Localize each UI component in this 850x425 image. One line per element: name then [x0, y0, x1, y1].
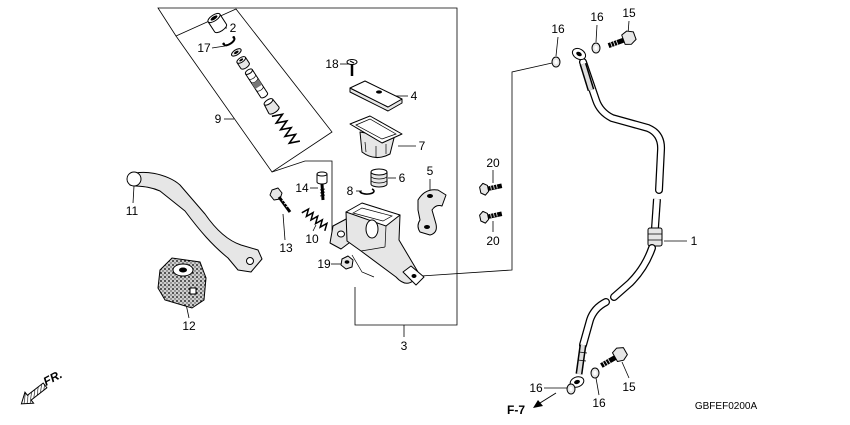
part-1-brake-hose	[569, 47, 666, 388]
page-reference-label: F-7	[507, 403, 525, 417]
callout-14: 14	[295, 181, 309, 195]
part-7-diaphragm-plate	[349, 115, 403, 158]
callout-4: 4	[411, 89, 418, 103]
part-15-oil-bolt-upper	[607, 30, 637, 48]
callout-16-bottom-left: 16	[529, 381, 543, 395]
leader-lines	[132, 20, 687, 396]
part-10-spring	[301, 207, 329, 232]
callout-20-top: 20	[486, 156, 500, 170]
callout-3: 3	[401, 339, 408, 353]
piston-set-bracket	[175, 8, 333, 173]
callout-9: 9	[215, 112, 222, 126]
primary-cup	[263, 98, 280, 115]
piston-kit	[207, 12, 301, 145]
part-16-washer-upper-left	[551, 56, 561, 68]
callout-13: 13	[279, 241, 293, 255]
washer	[231, 48, 242, 57]
callout-1: 1	[691, 234, 698, 248]
callout-2: 2	[230, 21, 237, 35]
part-14-pivot-bolt	[316, 171, 328, 201]
callout-18: 18	[325, 57, 339, 71]
callout-5: 5	[427, 164, 434, 178]
callout-15-bottom: 15	[622, 380, 636, 394]
secondary-cup	[236, 56, 250, 70]
callout-labels: 1 2 3 4 5 6 7 8 9 10 11 12 13 14 15 15 1…	[126, 6, 698, 410]
callout-16-top-right: 16	[590, 10, 604, 24]
lever-bolt-bracket	[271, 160, 333, 240]
callout-20-bottom: 20	[486, 234, 500, 248]
callout-16-top-left: 16	[551, 22, 565, 36]
part-16-washer-lower-right	[590, 367, 600, 379]
part-20-bolt-lower	[479, 210, 503, 224]
callout-8: 8	[347, 184, 354, 198]
part-4-reservoir-cap	[349, 80, 403, 112]
callout-10: 10	[305, 232, 319, 246]
part-16-washer-upper-right	[591, 42, 601, 54]
part-17-circlip	[222, 36, 236, 47]
part-2-dust-boot	[207, 12, 228, 34]
part-20-bolt-upper	[479, 182, 503, 196]
callout-12: 12	[182, 319, 196, 333]
part-15-oil-bolt-lower	[600, 347, 628, 368]
banjo-fitting-upper	[571, 47, 587, 61]
callout-19: 19	[317, 257, 331, 271]
callout-6: 6	[399, 171, 406, 185]
spring	[271, 113, 301, 145]
figure-code: GBFEF0200A	[695, 401, 758, 412]
callout-11: 11	[126, 204, 139, 218]
part-3-master-cylinder	[329, 202, 425, 286]
front-direction-arrow	[20, 382, 48, 405]
part-13-screw	[269, 187, 292, 213]
callout-17: 17	[197, 41, 211, 55]
callout-7: 7	[419, 139, 426, 153]
part-18-screw	[346, 59, 358, 76]
callout-16-bottom-right: 16	[592, 396, 606, 410]
master-cylinder-assy-bracket	[157, 7, 458, 326]
part-16-washer-lower-left	[566, 383, 576, 395]
part-11-brake-lever	[126, 171, 263, 273]
callout-15-top: 15	[622, 6, 636, 20]
page-reference-arrow	[533, 392, 557, 408]
part-19-nut	[340, 255, 354, 270]
hose-connection-line	[405, 62, 553, 278]
part-12-stop-switch	[157, 257, 207, 309]
part-6-boot	[370, 168, 388, 188]
part-8-circlip	[359, 188, 375, 195]
piston	[244, 68, 269, 99]
part-5-holder	[417, 189, 447, 236]
